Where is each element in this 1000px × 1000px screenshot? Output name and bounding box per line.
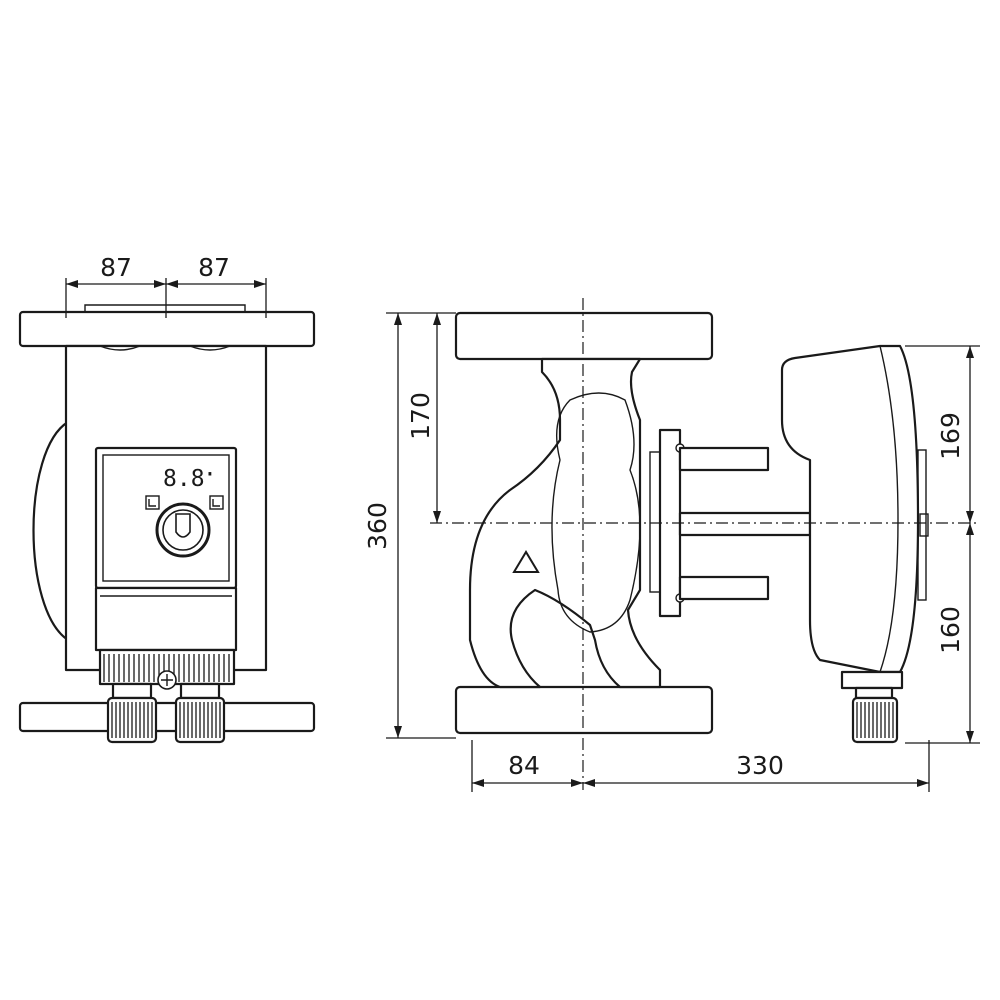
front-bottom-flange (18, 701, 316, 733)
side-top-flange (454, 311, 714, 361)
terminal-box (94, 586, 238, 652)
tie-rod-top (678, 446, 770, 472)
flow-direction-icon (512, 550, 540, 573)
motor-terminal (840, 670, 904, 690)
front-top-flange (18, 310, 316, 348)
dim-169: 169 (936, 412, 965, 460)
dim-360: 360 (363, 502, 392, 550)
tie-rod-bottom (678, 575, 770, 601)
mode-left-icon (145, 495, 160, 510)
lcd-readout: 8.8 (163, 466, 205, 492)
dim-upper-height: 170 (406, 313, 441, 523)
side-bottom-flange (454, 685, 714, 735)
motor-cable-gland (851, 686, 899, 744)
screw-icon (157, 670, 177, 690)
clamp-ribs (103, 654, 230, 682)
mode-right-icon (209, 495, 224, 510)
front-width-dimension: 87 87 (65, 253, 267, 318)
dim-330: 330 (736, 751, 784, 780)
knob-icon[interactable] (155, 502, 211, 558)
dim-front-left: 87 (100, 253, 132, 282)
cable-gland-right (174, 682, 226, 744)
dim-170: 170 (406, 392, 435, 440)
cable-gland-left (106, 682, 158, 744)
dim-total-height: 360 (363, 312, 456, 739)
motor-housing (780, 344, 920, 674)
front-view: 8.8 · (18, 253, 316, 744)
lcd-dot: · (203, 462, 217, 488)
volute-inner-line (551, 392, 641, 633)
tie-rod-middle (678, 511, 812, 537)
dim-motor-heights: 169 160 (905, 345, 980, 744)
dim-84: 84 (508, 751, 540, 780)
dim-front-right: 87 (198, 253, 230, 282)
front-motor-bulge (32, 420, 70, 642)
control-panel-face (102, 454, 230, 582)
side-view: 360 170 84 330 (363, 298, 980, 792)
dim-horizontal: 84 330 (471, 740, 930, 792)
dim-160: 160 (936, 606, 965, 654)
